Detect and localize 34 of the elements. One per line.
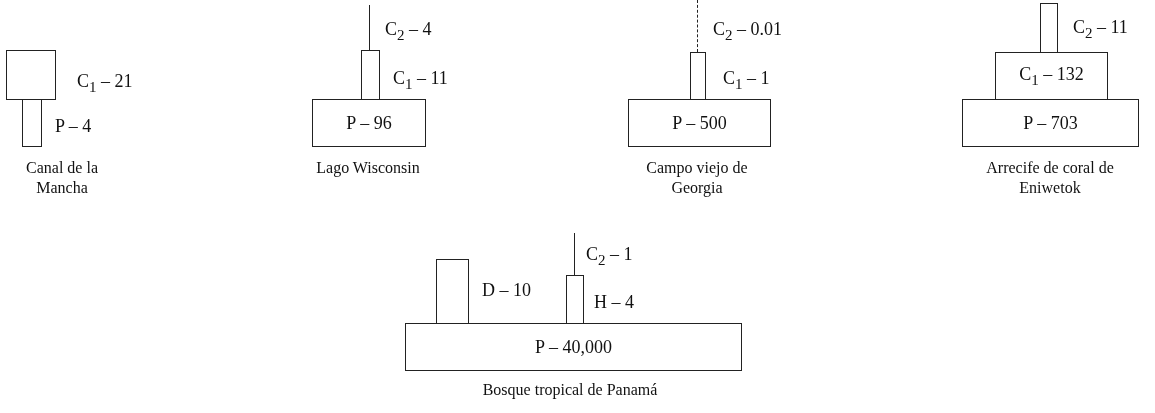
level-label: C$_{1}$ – 1 xyxy=(723,69,770,92)
level-label: C$_{2}$ – 1 xyxy=(586,245,633,268)
site-caption: Campo viejo de Georgia xyxy=(645,158,749,198)
site-caption: Canal de la Mancha xyxy=(25,158,99,198)
trophic-level-bar xyxy=(690,52,706,100)
level-label: H – 4 xyxy=(594,293,634,311)
trophic-level-bar xyxy=(1040,3,1058,53)
level-label: P – 96 xyxy=(346,112,392,134)
trophic-level-bar xyxy=(6,50,56,100)
level-label: P – 703 xyxy=(1023,112,1078,134)
trophic-level-box xyxy=(962,99,1139,147)
level-label: C$_{2}$ – 0.01 xyxy=(713,20,782,43)
trophic-level-box xyxy=(312,99,426,147)
trophic-level-box xyxy=(405,323,742,371)
site-caption: Bosque tropical de Panamá xyxy=(481,380,659,400)
level-label: C$_{1}$ – 11 xyxy=(393,69,448,92)
trophic-level-bar xyxy=(361,50,380,100)
level-label: P – 500 xyxy=(672,112,727,134)
level-label: C$_{1}$ – 21 xyxy=(77,72,133,95)
trophic-level-line xyxy=(574,233,575,275)
level-label: P – 40,000 xyxy=(535,336,612,358)
level-label: C$_{2}$ – 4 xyxy=(385,20,432,43)
trophic-level-bar xyxy=(436,259,469,324)
trophic-level-line xyxy=(369,5,370,50)
trophic-level-bar xyxy=(22,99,42,147)
level-label: P – 4 xyxy=(55,117,92,135)
site-caption: Lago Wisconsin xyxy=(315,158,421,178)
trophic-level-box xyxy=(628,99,771,147)
level-label: D – 10 xyxy=(482,281,531,299)
level-label: C$_{2}$ – 11 xyxy=(1073,18,1128,41)
trophic-level-box xyxy=(995,52,1108,100)
level-label: C$_{1}$ – 132 xyxy=(1019,63,1084,89)
site-caption: Arrecife de coral de Eniwetok xyxy=(985,158,1115,198)
trophic-level-bar xyxy=(566,275,584,324)
